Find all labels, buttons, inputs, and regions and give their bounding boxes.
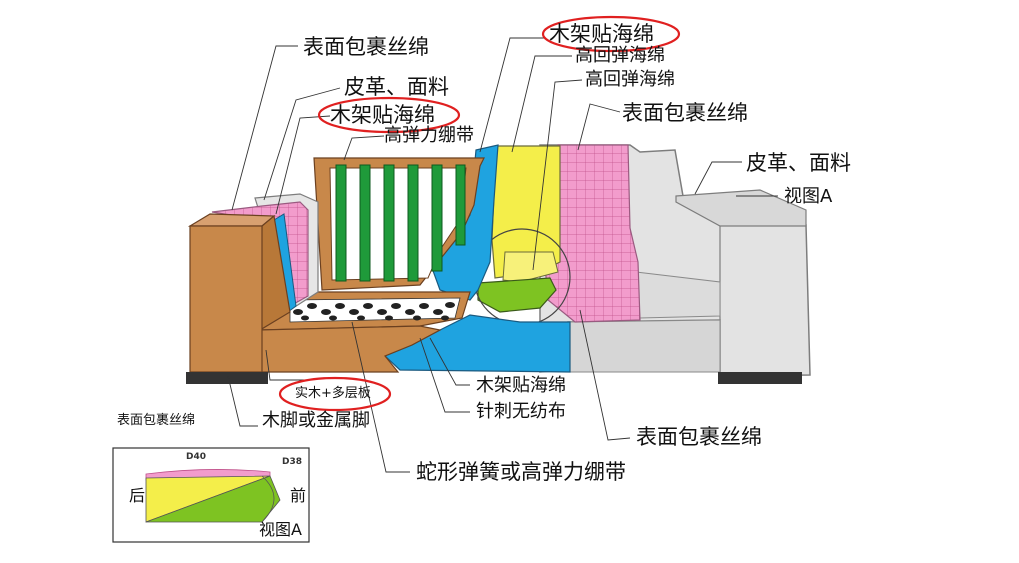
highlight-ellipses: [278, 15, 681, 412]
label-elastic-band: 高弹力绷带: [384, 125, 474, 146]
left-armrest: [186, 193, 319, 384]
label-leather-right: 皮革、面料: [746, 151, 851, 175]
label-surface-wadding-bottom: 表面包裹丝绵: [636, 425, 762, 449]
left-foot: [186, 372, 268, 384]
label-feet: 木脚或金属脚: [262, 410, 370, 431]
label-wood-foam-bottom: 木架贴海绵: [476, 375, 566, 396]
label-spring: 蛇形弹簧或高弹力绷带: [416, 460, 626, 484]
label-needle-nonwoven: 针刺无纺布: [476, 401, 566, 422]
label-hr-foam-2: 高回弹海绵: [585, 69, 675, 90]
label-surface-wadding-left: 表面包裹丝绵: [303, 35, 429, 59]
label-wood-foam-top: 木架贴海绵: [549, 22, 654, 46]
green-foam-wedge: [477, 277, 557, 313]
right-foot: [718, 372, 802, 384]
label-solid-wood: 实木+多层板: [295, 386, 371, 401]
view-a-inset: [112, 447, 310, 543]
label-inset-title: 表面包裹丝绵: [117, 413, 196, 428]
label-wood-foam-left: 木架贴海绵: [330, 103, 435, 127]
inset-d38: D38: [282, 457, 302, 467]
inset-front: 前: [290, 486, 307, 505]
inset-back: 后: [129, 486, 146, 505]
label-surface-wadding-right: 表面包裹丝绵: [622, 101, 748, 125]
leader-lines: [227, 37, 778, 473]
wood-frame-back: [313, 157, 485, 291]
inset-d40: D40: [186, 452, 206, 462]
inset-view-label: 视图A: [259, 520, 302, 539]
wood-seat-front: [257, 325, 442, 373]
elastic-bands: [335, 164, 466, 282]
label-leather-left: 皮革、面料: [344, 75, 449, 99]
label-view-a-ref: 视图A: [784, 186, 833, 207]
label-hr-foam-1: 高回弹海绵: [575, 45, 665, 66]
